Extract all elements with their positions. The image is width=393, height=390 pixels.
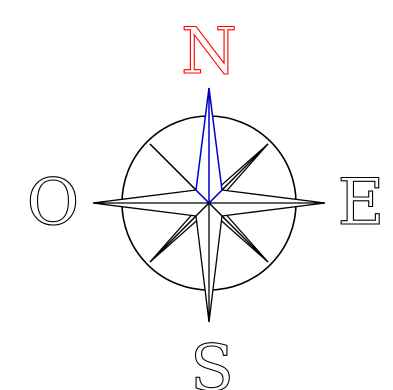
- label-west: O: [27, 166, 79, 240]
- label-east: E: [338, 166, 385, 240]
- north-needle: [196, 88, 222, 203]
- label-north: N: [181, 15, 237, 89]
- label-south: S: [190, 332, 234, 390]
- cardinal-rays: [93, 190, 325, 322]
